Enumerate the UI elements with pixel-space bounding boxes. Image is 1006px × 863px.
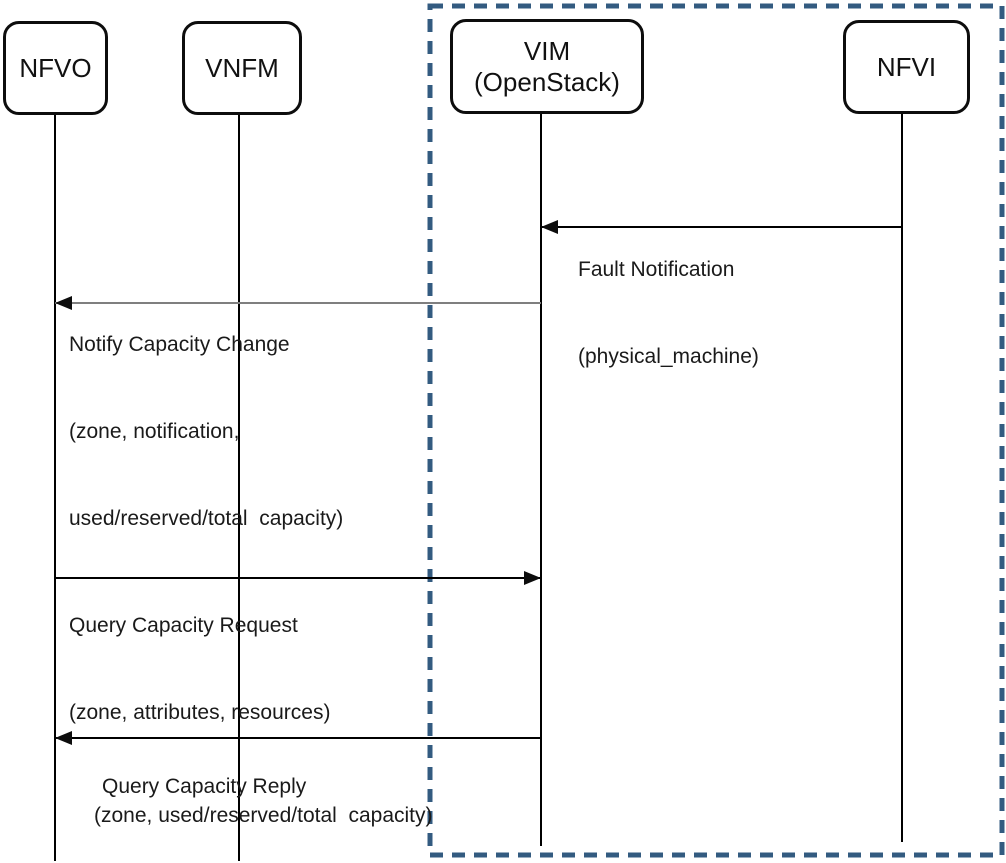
message-text-line: (zone, notification,	[69, 420, 240, 443]
actor-label-vim: VIM	[523, 35, 571, 66]
actor-box-nfvo: NFVO	[3, 21, 108, 115]
actor-label-vnfm: VNFM	[205, 52, 279, 83]
lifeline-nfvi	[901, 113, 903, 842]
message-label-notify-capacity-change: Notify Capacity Change (zone, notificati…	[69, 272, 343, 591]
message-text-line: (physical_machine)	[578, 345, 759, 368]
message-line-query-capacity-reply	[55, 737, 541, 739]
message-label-query-capacity-request: Query Capacity Request (zone, attributes…	[69, 553, 330, 785]
actor-label-nfvo: NFVO	[19, 52, 92, 83]
message-line-fault-notification	[541, 226, 902, 228]
arrowhead-left-icon	[55, 296, 72, 310]
lifeline-vnfm	[238, 114, 240, 861]
vim-nfvi-dashed-boundary	[427, 3, 1005, 858]
message-text-line: Notify Capacity Change	[69, 333, 290, 356]
message-text-line: (zone, attributes, resources)	[69, 701, 331, 724]
arrowhead-left-icon	[55, 731, 72, 745]
actor-box-vim: VIM (OpenStack)	[450, 19, 644, 114]
message-label-query-capacity-reply: Query Capacity Reply	[102, 714, 306, 859]
message-text-line: Fault Notification	[578, 258, 735, 281]
message-text-line: used/reserved/total capacity)	[69, 507, 344, 530]
actor-box-nfvi: NFVI	[843, 20, 970, 114]
message-line-notify-capacity-change	[55, 302, 541, 304]
message-label-query-capacity-reply-params: (zone, used/reserved/total capacity)	[94, 743, 433, 863]
message-text-line: Query Capacity Request	[69, 614, 298, 637]
lifeline-nfvo	[54, 114, 56, 861]
actor-box-vnfm: VNFM	[182, 21, 302, 115]
lifeline-vim	[540, 113, 542, 846]
message-line-query-capacity-request	[55, 577, 541, 579]
arrowhead-left-icon	[541, 220, 558, 234]
message-text-line: (zone, used/reserved/total capacity)	[94, 804, 433, 827]
arrowhead-right-icon	[524, 571, 541, 585]
message-text-line: Query Capacity Reply	[102, 775, 307, 798]
actor-sublabel-vim: (OpenStack)	[474, 66, 620, 97]
message-label-fault-notification: Fault Notification (physical_machine)	[578, 197, 759, 429]
actor-label-nfvi: NFVI	[876, 51, 937, 82]
